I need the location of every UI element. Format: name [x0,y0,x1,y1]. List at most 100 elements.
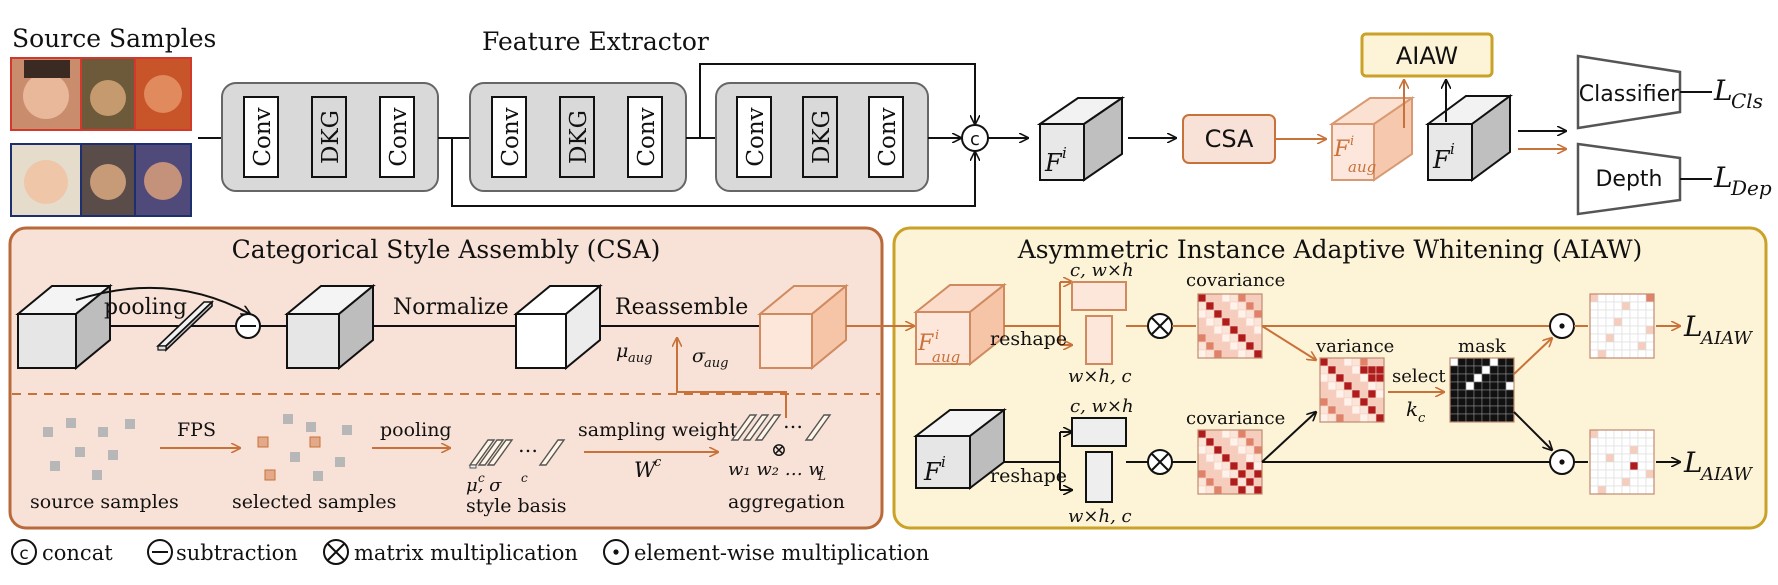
conv-box [627,96,663,178]
svg-text:c: c [19,544,28,564]
grid-cell [1229,485,1239,495]
grid-cell [1351,357,1361,367]
dkg-box [311,96,347,178]
csa-skip-arrow [75,286,250,314]
grid-cell [1245,485,1255,495]
grid-cell [1481,405,1491,415]
grid-cell [1221,445,1231,455]
grid-cell [1645,437,1655,447]
grid-cell [1457,373,1467,383]
feature-cube-2 [1424,94,1514,182]
variance-label: variance [1315,336,1394,357]
aiaw-panel-title: Asymmetric Instance Adaptive Whitening (… [1017,235,1643,264]
grid-cell [1213,309,1223,319]
concat-symbol: c [970,129,980,150]
legend-subtraction: subtraction [176,541,298,565]
grid-cell [1605,309,1615,319]
grid-cell [1481,389,1491,399]
cwh-top: c, w×h [1070,260,1134,281]
grid-cell [1237,445,1247,455]
grid-cell [1245,453,1255,463]
grid-cell [1205,429,1215,439]
grid-cell [1221,333,1231,343]
feature2-sup: i [1450,140,1455,158]
grid-cell [1613,309,1623,319]
grid-cell [1449,373,1459,383]
grid-cell [1197,317,1207,327]
grid-cell [1197,349,1207,359]
grid-cell [1375,413,1385,423]
grid-cell [1613,437,1623,447]
grid-cell [1351,397,1361,407]
caption-selected-samples: selected samples [232,491,396,513]
grid-cell [1449,381,1459,391]
grid-cell [1497,373,1507,383]
grid-cell [1221,301,1231,311]
grid-cell [1253,301,1263,311]
grid-cell [1335,357,1345,367]
grid-cell [1237,429,1247,439]
grid-cell [1205,469,1215,479]
grid-cell [1319,389,1329,399]
grid-cell [1481,357,1491,367]
grid-cell [1221,325,1231,335]
grid-cell [1645,485,1655,495]
grid-cell [1319,365,1329,375]
grid-cell [1245,341,1255,351]
grid-cell [1229,301,1239,311]
grid-cell [1327,413,1337,423]
covariance-heatmap-bottom [1197,429,1263,495]
caption-aggregation: aggregation [728,491,845,513]
grid-cell [1597,469,1607,479]
grid-cell [1645,349,1655,359]
grid-cell [1597,301,1607,311]
grid-cell [1597,453,1607,463]
conv-box [243,96,279,178]
pooling2-label: pooling [380,419,452,441]
dkg-box [559,96,595,178]
grid-cell [1197,469,1207,479]
grid-cell [1629,325,1639,335]
grid-cell [1229,461,1239,471]
extractor-block-1: Conv DKG Conv [221,82,439,192]
grid-cell [1481,365,1491,375]
cwh-bottom: c, w×h [1070,396,1134,417]
grid-cell [1253,469,1263,479]
grid-cell [1457,405,1467,415]
grid-cell [1335,397,1345,407]
conv-box [491,96,527,178]
grid-cell [1613,293,1623,303]
grid-cell [1359,405,1369,415]
grid-cell [1597,333,1607,343]
grid-cell [1489,405,1499,415]
grid-cell [1637,477,1647,487]
caption-source-samples: source samples [30,491,179,513]
grid-cell [1245,429,1255,439]
grid-cell [1205,301,1215,311]
grid-cell [1637,429,1647,439]
grid-cell [1505,413,1515,423]
grid-cell [1253,429,1263,439]
reshape-matrix-top-tall [1085,315,1113,365]
grid-cell [1221,437,1231,447]
grid-cell [1343,405,1353,415]
grid-cell [1221,429,1231,439]
grid-cell [1637,301,1647,311]
covariance-top-label: covariance [1186,270,1285,291]
grid-cell [1489,373,1499,383]
aug-feature-sub: aug [1348,158,1376,176]
grid-cell [1605,301,1615,311]
grid-cell [1343,397,1353,407]
csa-panel [8,226,884,530]
grid-cell [1197,293,1207,303]
grid-cell [1465,397,1475,407]
dkg-label: DKG [809,110,835,164]
grid-cell [1605,293,1615,303]
grid-cell [1637,293,1647,303]
grid-cell [1253,453,1263,463]
grid-cell [1245,445,1255,455]
conv-label: Conv [634,107,660,166]
grid-cell [1597,477,1607,487]
grid-cell [1237,485,1247,495]
extractor-block-2: Conv DKG Conv [469,82,687,192]
